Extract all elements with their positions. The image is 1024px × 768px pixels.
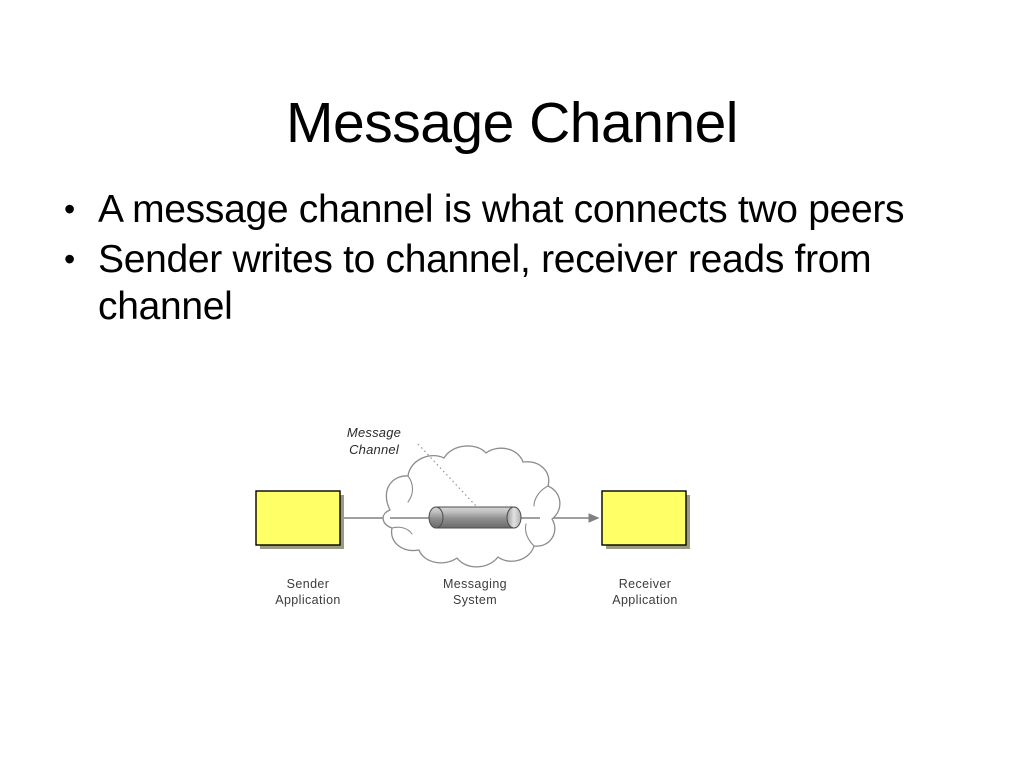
sender-application-box <box>255 490 344 549</box>
cloud-shape-messaging-system <box>382 445 561 568</box>
bullet-dot-icon: • <box>64 240 75 277</box>
annotation-leader-line <box>417 443 477 507</box>
diagram-canvas <box>255 443 690 568</box>
page-title: Message Channel <box>286 91 738 156</box>
cloud-inner-detail <box>391 526 413 535</box>
message-channel-pipe <box>428 506 522 529</box>
bullet-text: A message channel is what connects two p… <box>98 188 905 231</box>
bullet-dot-icon: • <box>64 191 75 227</box>
cloud-inner-detail <box>524 523 535 547</box>
message-channel-annotation: Message Channel <box>346 425 402 457</box>
cloud-inner-detail <box>533 485 549 507</box>
list-item: • Sender writes to channel, receiver rea… <box>52 236 972 331</box>
messaging-system-label: Messaging System <box>442 577 508 607</box>
list-item: • A message channel is what connects two… <box>52 186 972 234</box>
message-channel-diagram: Message Channel Sender Application Messa… <box>240 418 710 623</box>
bullet-text: Sender writes to channel, receiver reads… <box>98 237 872 329</box>
sender-application-label: Sender Application <box>275 577 341 607</box>
receiver-application-label: Receiver Application <box>612 577 678 607</box>
cloud-inner-detail <box>407 475 414 503</box>
receiver-application-box <box>601 490 690 549</box>
bullet-list: • A message channel is what connects two… <box>52 186 972 333</box>
